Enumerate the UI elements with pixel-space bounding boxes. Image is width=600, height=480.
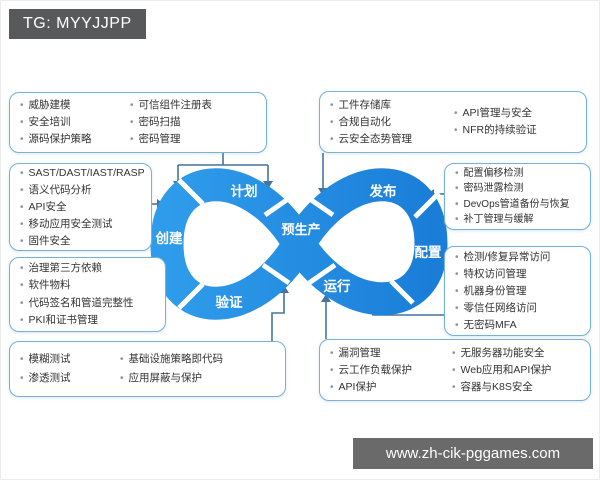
list-item: 特权访问管理 <box>455 266 550 283</box>
list-item: 安全培训 <box>20 114 130 131</box>
notes-column: 模糊测试渗透测试 <box>20 350 120 388</box>
notes-verify-box: 治理第三方依赖软件物料代码签名和管道完整性PKI和证书管理 <box>9 257 166 332</box>
infinity-loop-band <box>150 168 448 320</box>
list-item: API安全 <box>20 199 145 216</box>
list-item: 固件安全 <box>20 233 145 250</box>
connector-bottom-left <box>271 293 285 341</box>
connector-plan <box>177 153 269 181</box>
notes-column: 漏洞管理云工作负载保护API保护 <box>330 345 452 396</box>
loop-label-release: 发布 <box>369 183 397 199</box>
telegram-watermark: TG: MYYJJPP <box>9 9 146 39</box>
list-item: 无服务器功能安全 <box>452 345 551 362</box>
notes-column: 检测/修复异常访问特权访问管理机器身份管理零信任网络访问无密码MFA <box>455 249 551 334</box>
arrow-up-icon <box>321 294 331 302</box>
notes-protect-box: 漏洞管理云工作负载保护API保护 无服务器功能安全Web应用和API保护容器与K… <box>319 339 591 401</box>
list-item: 治理第三方依赖 <box>20 260 134 278</box>
list-item: 密码管理 <box>130 131 212 148</box>
notes-plan-box: 威胁建模安全培训源码保护策略 可信组件注册表密码扫描密码管理 <box>9 92 267 153</box>
list-item: 移动应用安全测试 <box>20 216 145 233</box>
notes-preprod-box: 工件存储库合规自动化云安全态势管理 API管理与安全NFR的持续验证 <box>319 91 587 153</box>
list-item: 软件物料 <box>20 277 134 295</box>
list-item: PKI和证书管理 <box>20 312 134 330</box>
notes-release-box: 配置偏移检测密码泄露检测DevOps管道备份与恢复补丁管理与缓解 <box>444 163 591 230</box>
loop-label-configure: 配置 <box>415 245 442 260</box>
connector-lines <box>152 153 444 341</box>
list-item: 漏洞管理 <box>330 345 452 362</box>
list-item: 无密码MFA <box>455 317 550 334</box>
list-item: 可信组件注册表 <box>130 97 213 114</box>
list-item: 合规自动化 <box>330 114 454 131</box>
notes-column: 可信组件注册表密码扫描密码管理 <box>130 97 213 148</box>
list-item: 应用屏蔽与保护 <box>120 369 223 388</box>
list-item: Web应用和API保护 <box>452 362 552 379</box>
notes-column: 工件存储库合规自动化云安全态势管理 <box>330 97 454 148</box>
notes-column: 基础设施策略即代码应用屏蔽与保护 <box>120 350 224 388</box>
notes-operate-box: 检测/修复异常访问特权访问管理机器身份管理零信任网络访问无密码MFA <box>444 246 591 336</box>
list-item: SAST/DAST/IAST/RASP <box>20 165 145 182</box>
notes-column: 威胁建模安全培训源码保护策略 <box>20 97 130 148</box>
list-item: 源码保护策略 <box>20 131 130 148</box>
list-item: 渗透测试 <box>20 369 120 388</box>
list-item: 基础设施策略即代码 <box>120 350 224 369</box>
segment-gaps <box>177 178 441 310</box>
list-item: 配置偏移检测 <box>455 166 570 182</box>
list-item: 补丁管理与缓解 <box>455 212 570 228</box>
notes-test-box: 模糊测试渗透测试 基础设施策略即代码应用屏蔽与保护 <box>9 341 286 397</box>
loop-labels: 创建 计划 验证 预生产 发布 运行 配置 <box>155 183 442 310</box>
list-item: 语义代码分析 <box>20 182 145 199</box>
notes-column: 配置偏移检测密码泄露检测DevOps管道备份与恢复补丁管理与缓解 <box>455 166 570 228</box>
url-watermark: www.zh-cik-pggames.com <box>353 438 593 469</box>
list-item: NFR的持续验证 <box>454 122 537 139</box>
list-item: 代码签名和管道完整性 <box>20 295 134 313</box>
loop-label-create: 创建 <box>155 230 183 246</box>
notes-column: 无服务器功能安全Web应用和API保护容器与K8S安全 <box>452 345 552 396</box>
notes-column: SAST/DAST/IAST/RASP语义代码分析API安全移动应用安全测试固件… <box>20 165 145 250</box>
arrow-down-icon <box>263 181 273 189</box>
list-item: 零信任网络访问 <box>455 300 550 317</box>
list-item: 云安全态势管理 <box>330 131 454 148</box>
list-item: 威胁建模 <box>20 97 130 114</box>
list-item: 云工作负载保护 <box>330 362 452 379</box>
list-item: DevOps管道备份与恢复 <box>455 197 570 213</box>
loop-label-preprod: 预生产 <box>281 222 320 237</box>
notes-create-box: SAST/DAST/IAST/RASP语义代码分析API安全移动应用安全测试固件… <box>9 163 152 251</box>
notes-column: API管理与安全NFR的持续验证 <box>454 105 537 139</box>
list-item: 工件存储库 <box>330 97 454 114</box>
notes-column: 治理第三方依赖软件物料代码签名和管道完整性PKI和证书管理 <box>20 260 134 330</box>
list-item: 密码泄露检测 <box>455 181 570 197</box>
list-item: 机器身份管理 <box>455 283 550 300</box>
list-item: API保护 <box>330 379 452 396</box>
list-item: 密码扫描 <box>130 114 212 131</box>
list-item: 模糊测试 <box>20 350 120 369</box>
loop-label-operate: 运行 <box>324 278 351 294</box>
list-item: 容器与K8S安全 <box>452 379 551 396</box>
loop-label-plan: 计划 <box>231 183 258 199</box>
list-item: API管理与安全 <box>454 105 537 122</box>
list-item: 检测/修复异常访问 <box>455 249 551 266</box>
loop-label-verify: 验证 <box>216 294 243 310</box>
